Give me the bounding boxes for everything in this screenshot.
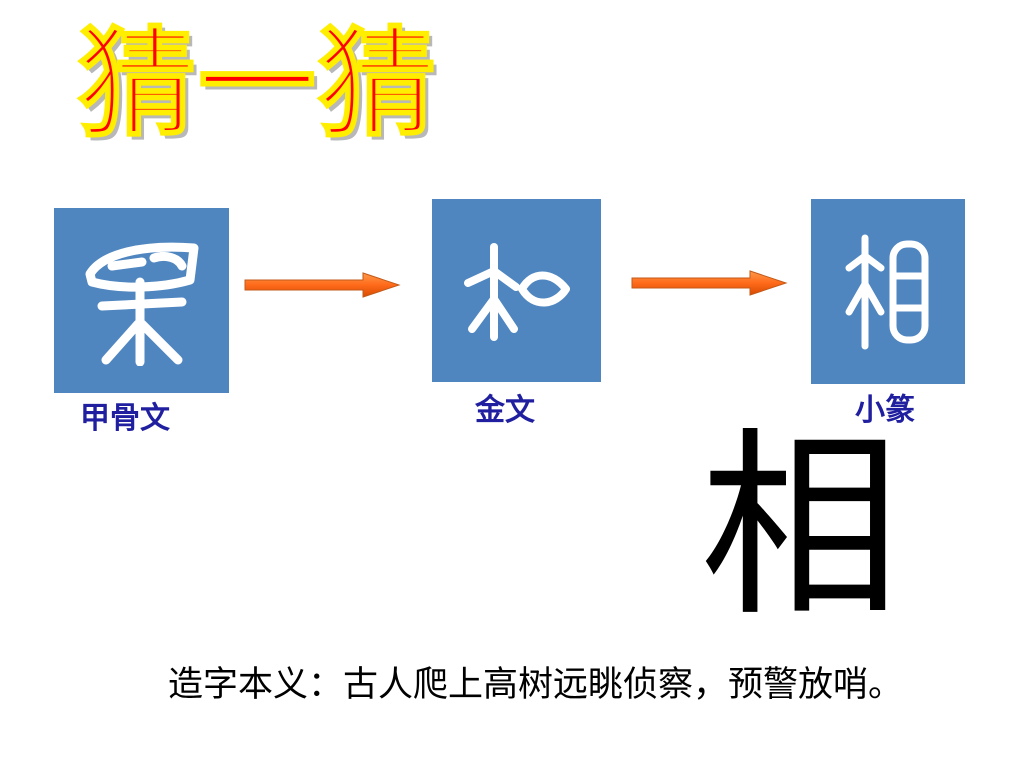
small-seal-tile bbox=[811, 199, 965, 384]
slide-title: 猜一猜 bbox=[77, 14, 439, 154]
label-oracle-bone: 甲骨文 bbox=[80, 401, 170, 436]
oracle-bone-xiang-glyph-icon bbox=[85, 242, 198, 366]
bronze-inscription-tile bbox=[432, 199, 601, 382]
oracle-bone-tile bbox=[54, 208, 229, 393]
label-small-seal: 小篆 bbox=[855, 393, 915, 428]
modern-character: 相 bbox=[700, 411, 901, 644]
right-arrow-icon bbox=[244, 272, 401, 298]
bronze-inscription-xiang-glyph-icon bbox=[463, 242, 570, 341]
small-seal-xiang-glyph-icon bbox=[845, 234, 929, 349]
label-bronze-inscription: 金文 bbox=[475, 393, 535, 428]
character-meaning: 造字本义：古人爬上高树远眺侦察，预警放哨。 bbox=[168, 665, 904, 705]
right-arrow-icon bbox=[631, 270, 788, 296]
